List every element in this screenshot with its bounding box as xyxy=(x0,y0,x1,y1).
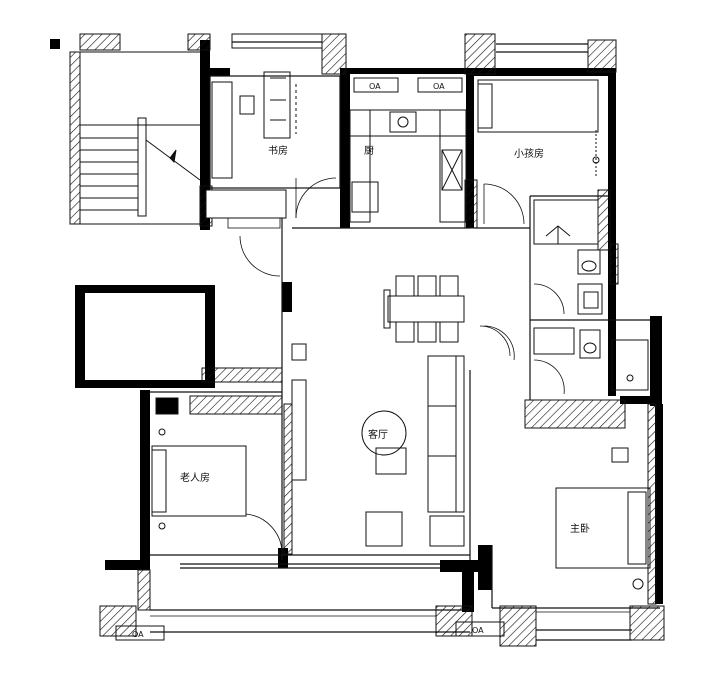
room-label-elder-room: 老人房 xyxy=(180,471,210,484)
sofa xyxy=(427,355,465,547)
room-label-master-bedroom: 主卧 xyxy=(570,522,590,535)
small-bedroom-door xyxy=(483,183,525,225)
stairwell xyxy=(69,51,208,225)
ac-unit-kitchen-b: OA xyxy=(417,77,463,93)
master-bedroom-furniture xyxy=(555,447,651,590)
small-bedroom-furniture xyxy=(477,79,600,176)
coffee-table xyxy=(361,410,407,547)
ac-label: OA xyxy=(433,82,445,91)
hatched-walls xyxy=(79,33,665,647)
bathroom-fixtures xyxy=(533,199,649,391)
dining-table xyxy=(383,275,465,343)
ac-label: OA xyxy=(369,82,381,91)
ac-label: OA xyxy=(472,626,484,635)
ac-label: OA xyxy=(132,630,144,639)
bathroom-doors xyxy=(483,283,565,395)
balcony-rails xyxy=(150,611,630,617)
ac-unit-master: OA xyxy=(455,621,505,637)
room-label-kitchen: 厨 xyxy=(364,145,374,157)
study-furniture xyxy=(211,71,297,179)
tv-cabinet xyxy=(291,343,307,481)
corner-marker xyxy=(50,39,60,49)
study-door xyxy=(295,177,337,219)
room-label-living-room: 客厅 xyxy=(368,428,388,441)
ac-unit-elder: OA xyxy=(115,625,165,641)
room-label-small-bedroom: 小孩房 xyxy=(514,147,544,160)
kitchen-counters xyxy=(349,109,467,223)
elder-room-furniture xyxy=(151,397,247,530)
room-label-study: 书房 xyxy=(268,144,288,157)
entrance-doors xyxy=(227,217,511,553)
interior-walls xyxy=(150,41,660,641)
ac-unit-kitchen-a: OA xyxy=(353,77,399,93)
